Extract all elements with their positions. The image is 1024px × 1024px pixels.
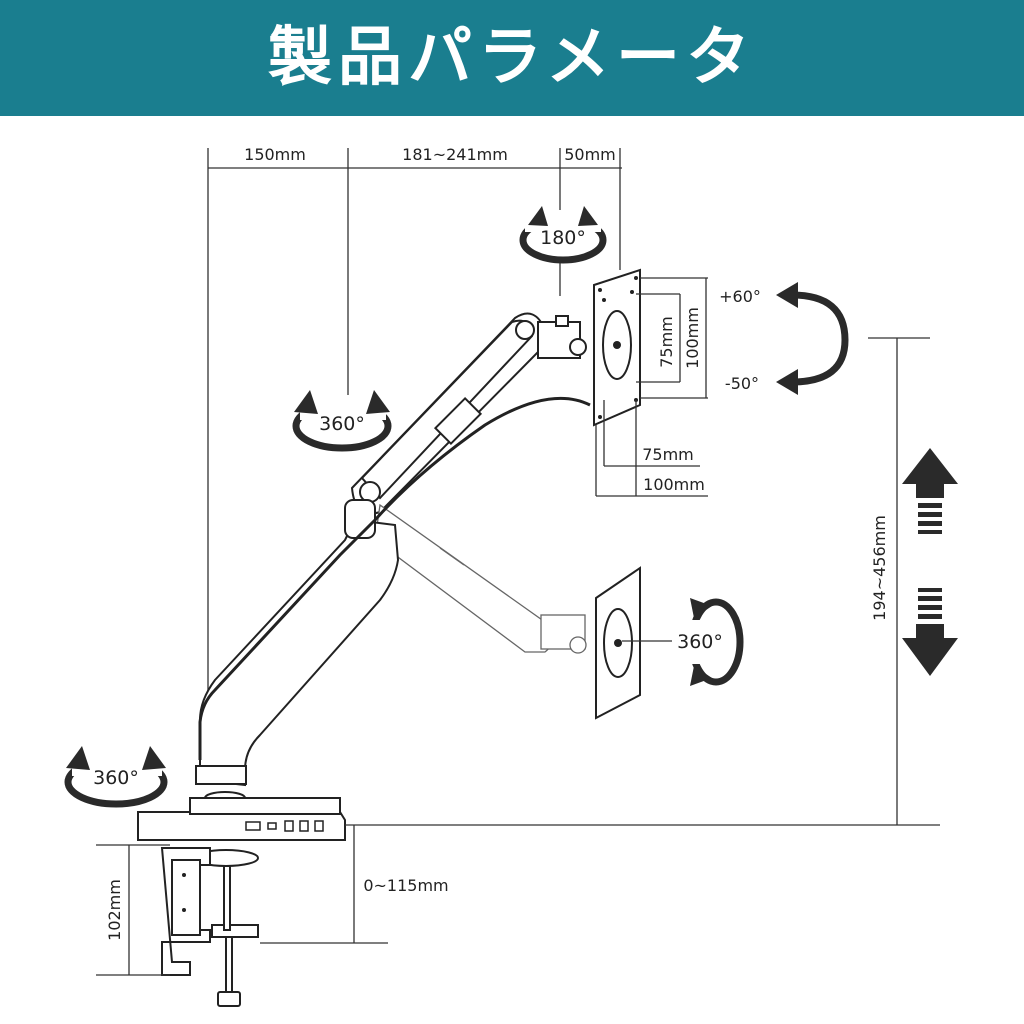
dim-vesa-large-vertical: 100mm [683, 307, 702, 369]
dim-height-range: 194~456mm [870, 515, 889, 621]
dim-vesa-small-horizontal: 75mm [642, 445, 694, 464]
main-pole [195, 396, 591, 805]
up-arrow-icon [902, 448, 958, 534]
top-dimension-lines [207, 148, 622, 712]
vesa-plate-top [593, 268, 641, 427]
dim-head-offset: 50mm [564, 145, 616, 164]
monitor-arm-diagram: 150mm 181~241mm 50mm 180° [64, 145, 958, 1007]
dim-vesa-large-horizontal: 100mm [643, 475, 705, 494]
label-head-swivel: 180° [540, 227, 586, 249]
swivel-rotation-arrow-icon [519, 206, 607, 264]
desk-clamp [160, 847, 259, 1007]
label-tilt-down: -50° [725, 374, 759, 393]
header-banner: 製品パラメータ [0, 0, 1024, 116]
base-rotation-arrow-icon [64, 746, 168, 808]
dim-clamp-range: 0~115mm [363, 876, 448, 895]
page-title: 製品パラメータ [267, 21, 757, 95]
clamp-dimension-lines [96, 824, 940, 976]
panel-rotation-arrow-icon [672, 598, 744, 686]
label-base-rotation: 360° [93, 767, 139, 789]
vesa-dimension-lines [595, 277, 708, 497]
down-arrow-icon [902, 588, 958, 676]
arm-joint-rotation-arrow-icon [292, 390, 392, 452]
height-dimension-lines [868, 337, 930, 825]
upper-arm [350, 312, 587, 515]
label-tilt-up: +60° [719, 287, 761, 306]
dim-base-height: 102mm [105, 879, 124, 941]
label-panel-rotation: 360° [677, 631, 723, 653]
dim-vesa-small-vertical: 75mm [657, 316, 676, 368]
dim-arm-base-reach: 150mm [244, 145, 306, 164]
dim-arm-extension-reach: 181~241mm [402, 145, 508, 164]
label-arm-joint: 360° [319, 413, 365, 435]
usb-base-box [137, 797, 346, 841]
tilt-curved-arrow-icon [776, 282, 849, 395]
lower-arm-alternate-position [374, 503, 641, 720]
